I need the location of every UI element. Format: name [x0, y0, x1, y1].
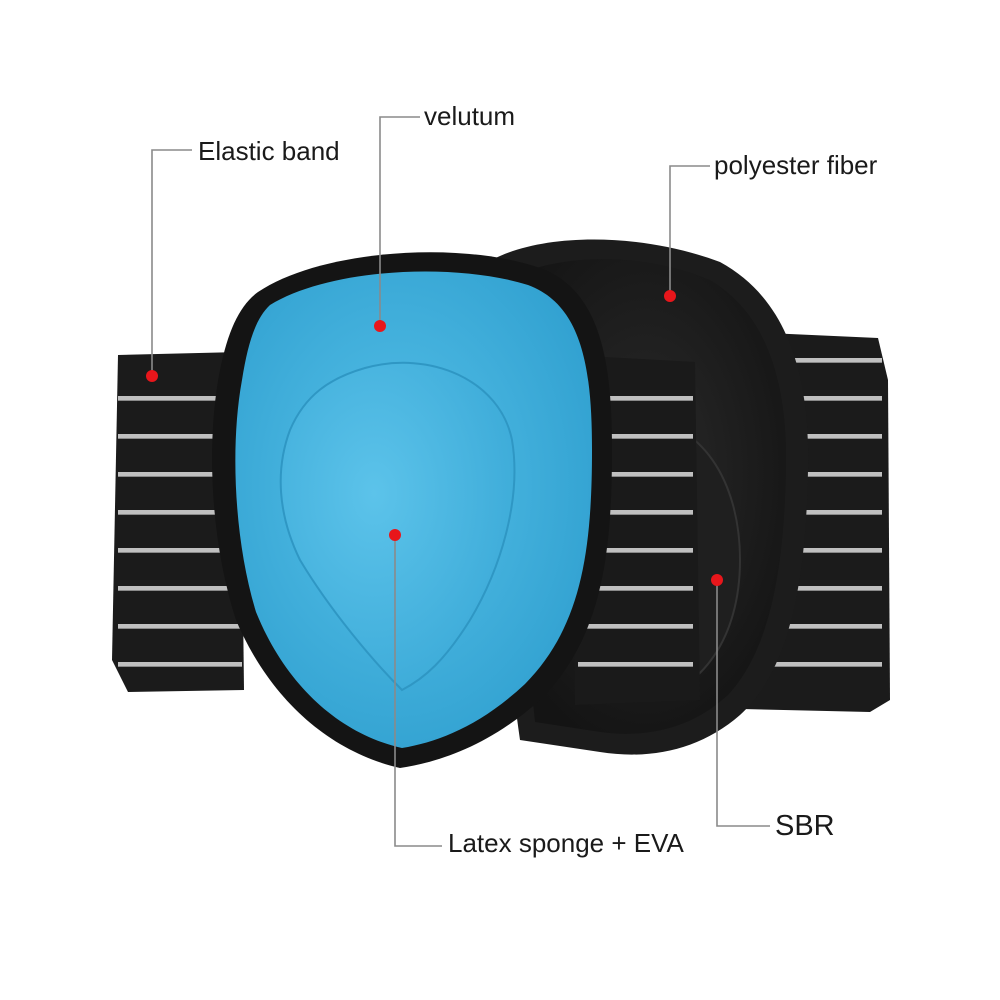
velutum-label: velutum [424, 101, 516, 131]
polyester-fiber-label: polyester fiber [714, 150, 878, 180]
elastic-band-label: Elastic band [198, 136, 340, 166]
latex-sponge-marker [389, 529, 401, 541]
latex-sponge-leader [394, 535, 442, 847]
elastic-band-leader [151, 149, 192, 375]
leader-lines [151, 116, 770, 847]
velutum-marker [374, 320, 386, 332]
sbr-leader [716, 580, 770, 827]
polyester-fiber-leader [669, 165, 710, 295]
sbr-marker [711, 574, 723, 586]
sbr-label: SBR [775, 810, 835, 842]
marker-dots [146, 290, 723, 586]
velutum-leader [379, 116, 420, 325]
elastic-band-marker [146, 370, 158, 382]
polyester-fiber-marker [664, 290, 676, 302]
blue-pad [212, 252, 612, 768]
latex-sponge-eva-label: Latex sponge + EVA [448, 828, 684, 858]
